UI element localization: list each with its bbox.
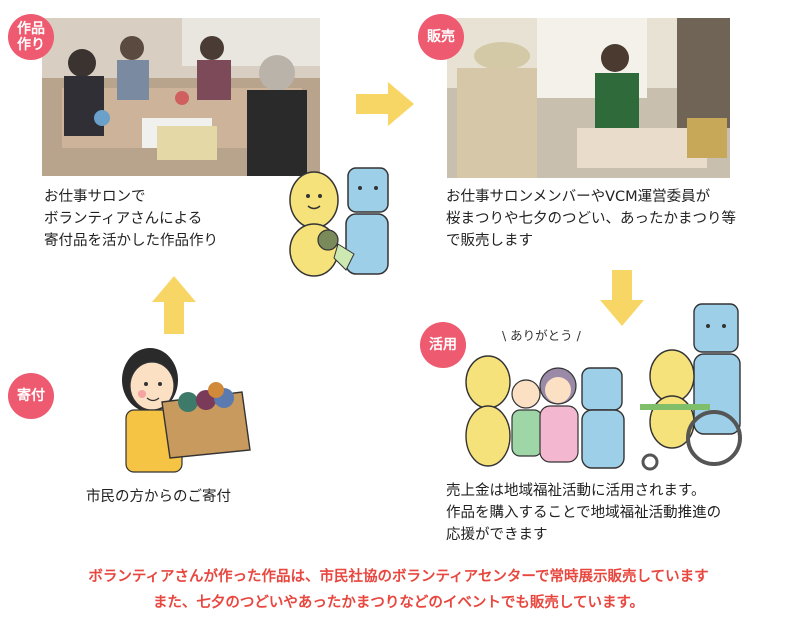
badge-donate: 寄付: [8, 373, 54, 419]
arrow-up-icon: [152, 276, 196, 334]
badge-make: 作品 作り: [8, 14, 54, 60]
caption-make-line-3: 寄付品を活かした作品作り: [44, 233, 218, 249]
crafting-photo: [42, 18, 320, 176]
caption-use: 売上金は地域福祉活動に活用されます。 作品を購入することで地域福祉活動推進の 応…: [446, 480, 721, 546]
arrow-right-icon: [356, 82, 414, 126]
footer-line-2: また、七夕のつどいやあったかまつりなどのイベントでも販売しています。: [152, 595, 645, 611]
mascot-knitting-illustration: [289, 167, 389, 277]
wheelchair-illustration: [640, 303, 742, 471]
badge-use: 活用: [420, 322, 466, 368]
thank-you-speech: \ ありがとう /: [502, 328, 581, 343]
arrow-down-icon: [600, 270, 644, 326]
footer-line-1: ボランティアさんが作った作品は、市民社協のボランティアセンターで常時展示販売して…: [88, 569, 709, 585]
caption-make-line-2: ボランティアさんによる: [44, 211, 203, 227]
thank-you-group-illustration: [465, 355, 625, 469]
caption-donate: 市民の方からのご寄付: [86, 489, 231, 505]
caption-sell: お仕事サロンメンバーやVCM運営委員が 桜まつりや七夕のつどい、あったかまつり等…: [446, 186, 736, 252]
donor-girl-illustration: [122, 348, 251, 473]
caption-use-line-3: 応援ができます: [446, 527, 548, 543]
caption-sell-line-3: で販売します: [446, 233, 533, 249]
selling-photo: [447, 18, 730, 178]
caption-use-line-1: 売上金は地域福祉活動に活用されます。: [446, 483, 706, 499]
badge-sell: 販売: [418, 14, 464, 60]
caption-make-line-1: お仕事サロンで: [44, 189, 146, 205]
caption-use-line-2: 作品を購入することで地域福祉活動推進の: [446, 505, 722, 521]
caption-sell-line-2: 桜まつりや七夕のつどい、あったかまつり等: [446, 211, 736, 227]
caption-sell-line-1: お仕事サロンメンバーやVCM運営委員が: [446, 189, 711, 205]
caption-make: お仕事サロンで ボランティアさんによる 寄付品を活かした作品作り: [44, 186, 218, 252]
